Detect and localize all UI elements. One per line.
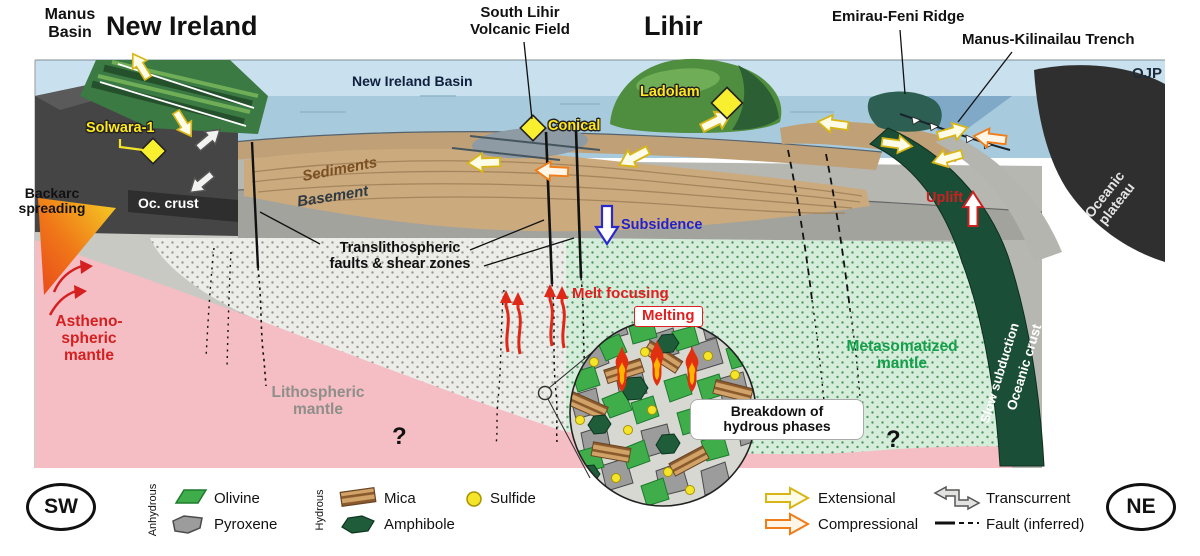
conical-label: Conical	[548, 118, 601, 134]
melting-inset	[569, 319, 757, 507]
asthenospheric-mantle-label: Astheno- spheric mantle	[55, 313, 123, 365]
question-mark-right: ?	[886, 426, 901, 453]
deposit-diamonds	[139, 86, 744, 165]
lihir-island	[610, 58, 782, 133]
extensional-swatch-icon	[765, 486, 811, 510]
translithospheric-label: Translithospheric faults & shear zones	[329, 240, 471, 272]
olivine-label: Olivine	[214, 490, 260, 507]
sulfide-label: Sulfide	[490, 490, 536, 507]
transcurrent-label: Transcurrent	[986, 490, 1071, 507]
conical-diamond	[519, 114, 547, 142]
extensional-label: Extensional	[818, 490, 896, 507]
backarc-flow-arrows	[48, 264, 83, 316]
sulfide-swatch-icon	[466, 491, 482, 507]
lithospheric-mantle-label: Lithospheric mantle	[271, 384, 365, 419]
hydrous-group-label: Hydrous	[314, 489, 326, 531]
mica-label: Mica	[384, 490, 416, 507]
oceanic-plateau-shape	[1034, 65, 1165, 262]
new-ireland-basin-label: New Ireland Basin	[352, 73, 473, 89]
amphibole-swatch-icon	[341, 515, 375, 534]
new-ireland-title: New Ireland	[106, 11, 258, 41]
question-mark-left: ?	[392, 423, 407, 450]
transcurrent-swatch-icon	[933, 485, 981, 511]
ladolam-diamond	[710, 86, 744, 120]
melt-focusing-arrows	[500, 284, 568, 355]
breakdown-hydrous-label: Breakdown of hydrous phases	[690, 399, 864, 440]
pyroxene-label: Pyroxene	[214, 516, 278, 533]
solwara-pointer	[118, 139, 144, 152]
melting-label: Melting	[634, 306, 703, 327]
subsidence-label: Subsidence	[621, 217, 703, 233]
oc-crust-label: Oc. crust	[138, 195, 199, 211]
amphibole-label: Amphibole	[384, 516, 455, 533]
metasomatized-mantle-label: Metasomatized mantle	[846, 338, 958, 373]
backarc-magma-wedge	[38, 198, 116, 295]
fault-inferred-swatch-icon	[935, 521, 979, 525]
anhydrous-group-label: Anhydrous	[147, 483, 159, 537]
olivine-swatch-icon	[174, 489, 208, 504]
south-lihir-label: South Lihir Volcanic Field	[470, 4, 570, 38]
lihir-title: Lihir	[644, 11, 703, 41]
backarc-spreading-label: Backarc spreading	[18, 185, 86, 217]
emirau-feni-label: Emirau-Feni Ridge	[832, 8, 965, 25]
compressional-swatch-icon	[765, 512, 811, 536]
fault-lines	[205, 129, 863, 445]
sediment-strata-lines	[251, 160, 863, 214]
fault-inferred-label: Fault (inferred)	[986, 516, 1085, 533]
manus-basin-label: Manus Basin	[44, 6, 96, 41]
manus-kilinailau-label: Manus-Kilinailau Trench	[962, 31, 1135, 48]
solwara-diamond	[139, 137, 167, 165]
compass-ne: NE	[1106, 483, 1176, 531]
ojp-label: OJP	[1132, 65, 1163, 82]
seafloor-fault-traces	[451, 135, 601, 161]
mica-swatch-icon	[339, 487, 377, 507]
solwara-label: Solwara-1	[86, 120, 155, 136]
compass-sw: SW	[26, 483, 96, 531]
uplift-label: Uplift	[926, 190, 964, 206]
compressional-label: Compressional	[818, 516, 919, 533]
sulfide-blebs	[575, 347, 740, 495]
ladolam-label: Ladolam	[640, 84, 700, 100]
callout-lines	[259, 29, 1013, 267]
pyroxene-swatch-icon	[172, 515, 203, 534]
melt-focusing-label: Melt focusing	[572, 285, 669, 302]
